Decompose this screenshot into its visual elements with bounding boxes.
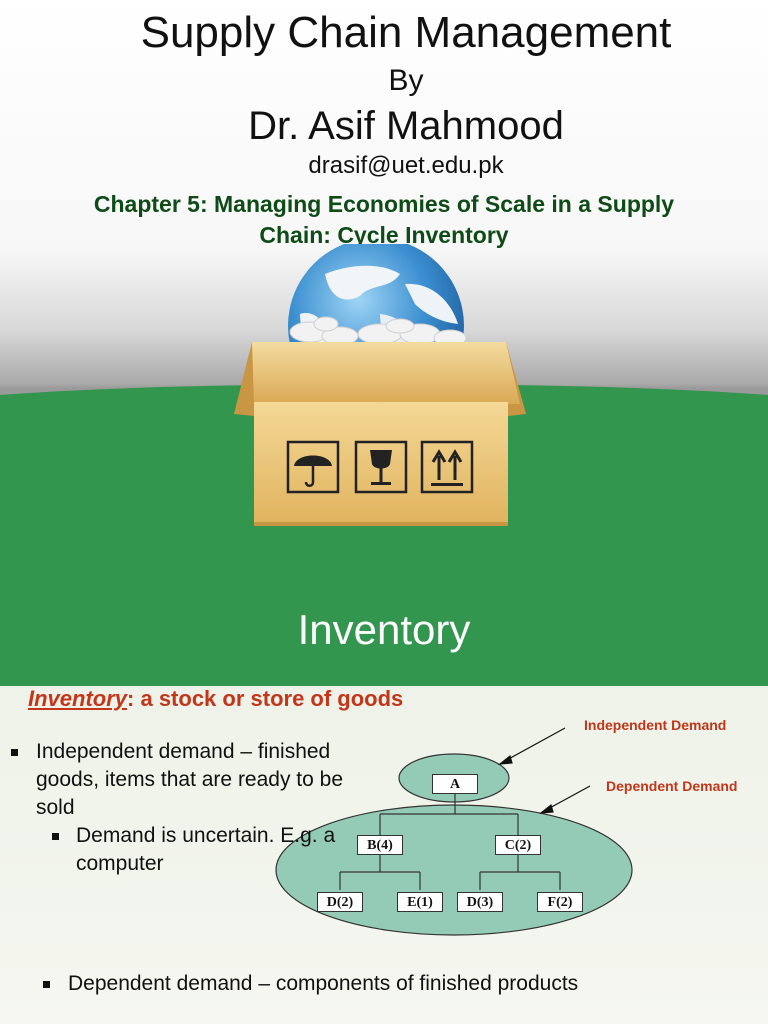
author-email: drasif@uet.edu.pk <box>308 152 504 179</box>
inventory-definition-heading: Inventory: a stock or store of goods <box>28 686 403 712</box>
chapter-title: Chapter 5: Managing Economies of Scale i… <box>40 189 728 251</box>
node-a: A <box>432 774 478 794</box>
globe-in-box-illustration <box>234 244 526 526</box>
node-c: C(2) <box>495 835 541 855</box>
presentation-title: Supply Chain Management <box>140 8 672 57</box>
bullet-demand-uncertain-text: Demand is uncertain. E.g. a computer <box>76 824 336 875</box>
bullet-independent-demand-text: Independent demand – finished goods, ite… <box>36 740 344 819</box>
node-f: F(2) <box>537 892 583 912</box>
bullet-dependent-demand: Dependent demand – components of finishe… <box>40 970 600 998</box>
by-label: By <box>388 64 424 97</box>
callout-arrows <box>498 727 591 814</box>
independent-demand-bullets: Independent demand – finished goods, ite… <box>8 738 368 878</box>
this-way-up-icon <box>420 440 474 494</box>
inventory-slide: Inventory: a stock or store of goods I <box>0 686 768 1024</box>
umbrella-icon <box>286 440 340 494</box>
dependent-demand-bullets: Dependent demand – components of finishe… <box>40 970 600 998</box>
tree-connectors <box>339 794 561 890</box>
node-b: B(4) <box>357 835 403 855</box>
section-title: Inventory <box>297 606 471 653</box>
node-e: E(1) <box>397 892 443 912</box>
node-d-under-c: D(3) <box>457 892 503 912</box>
inventory-term: Inventory <box>28 686 128 711</box>
chapter-title-line-1: Chapter 5: Managing Economies of Scale i… <box>93 191 675 217</box>
dependent-demand-label: Dependent Demand <box>606 778 738 794</box>
node-d-under-b: D(2) <box>317 892 363 912</box>
bullet-dependent-demand-text: Dependent demand – components of finishe… <box>68 972 579 995</box>
bullet-independent-demand: Independent demand – finished goods, ite… <box>8 738 368 878</box>
bullet-demand-uncertain: Demand is uncertain. E.g. a computer <box>36 822 368 878</box>
author-name: Dr. Asif Mahmood <box>248 104 564 148</box>
independent-demand-label: Independent Demand <box>584 717 727 733</box>
inventory-definition: : a stock or store of goods <box>127 686 404 711</box>
wine-glass-icon <box>354 440 408 494</box>
title-slide: Supply Chain Management By Dr. Asif Mahm… <box>0 0 768 686</box>
